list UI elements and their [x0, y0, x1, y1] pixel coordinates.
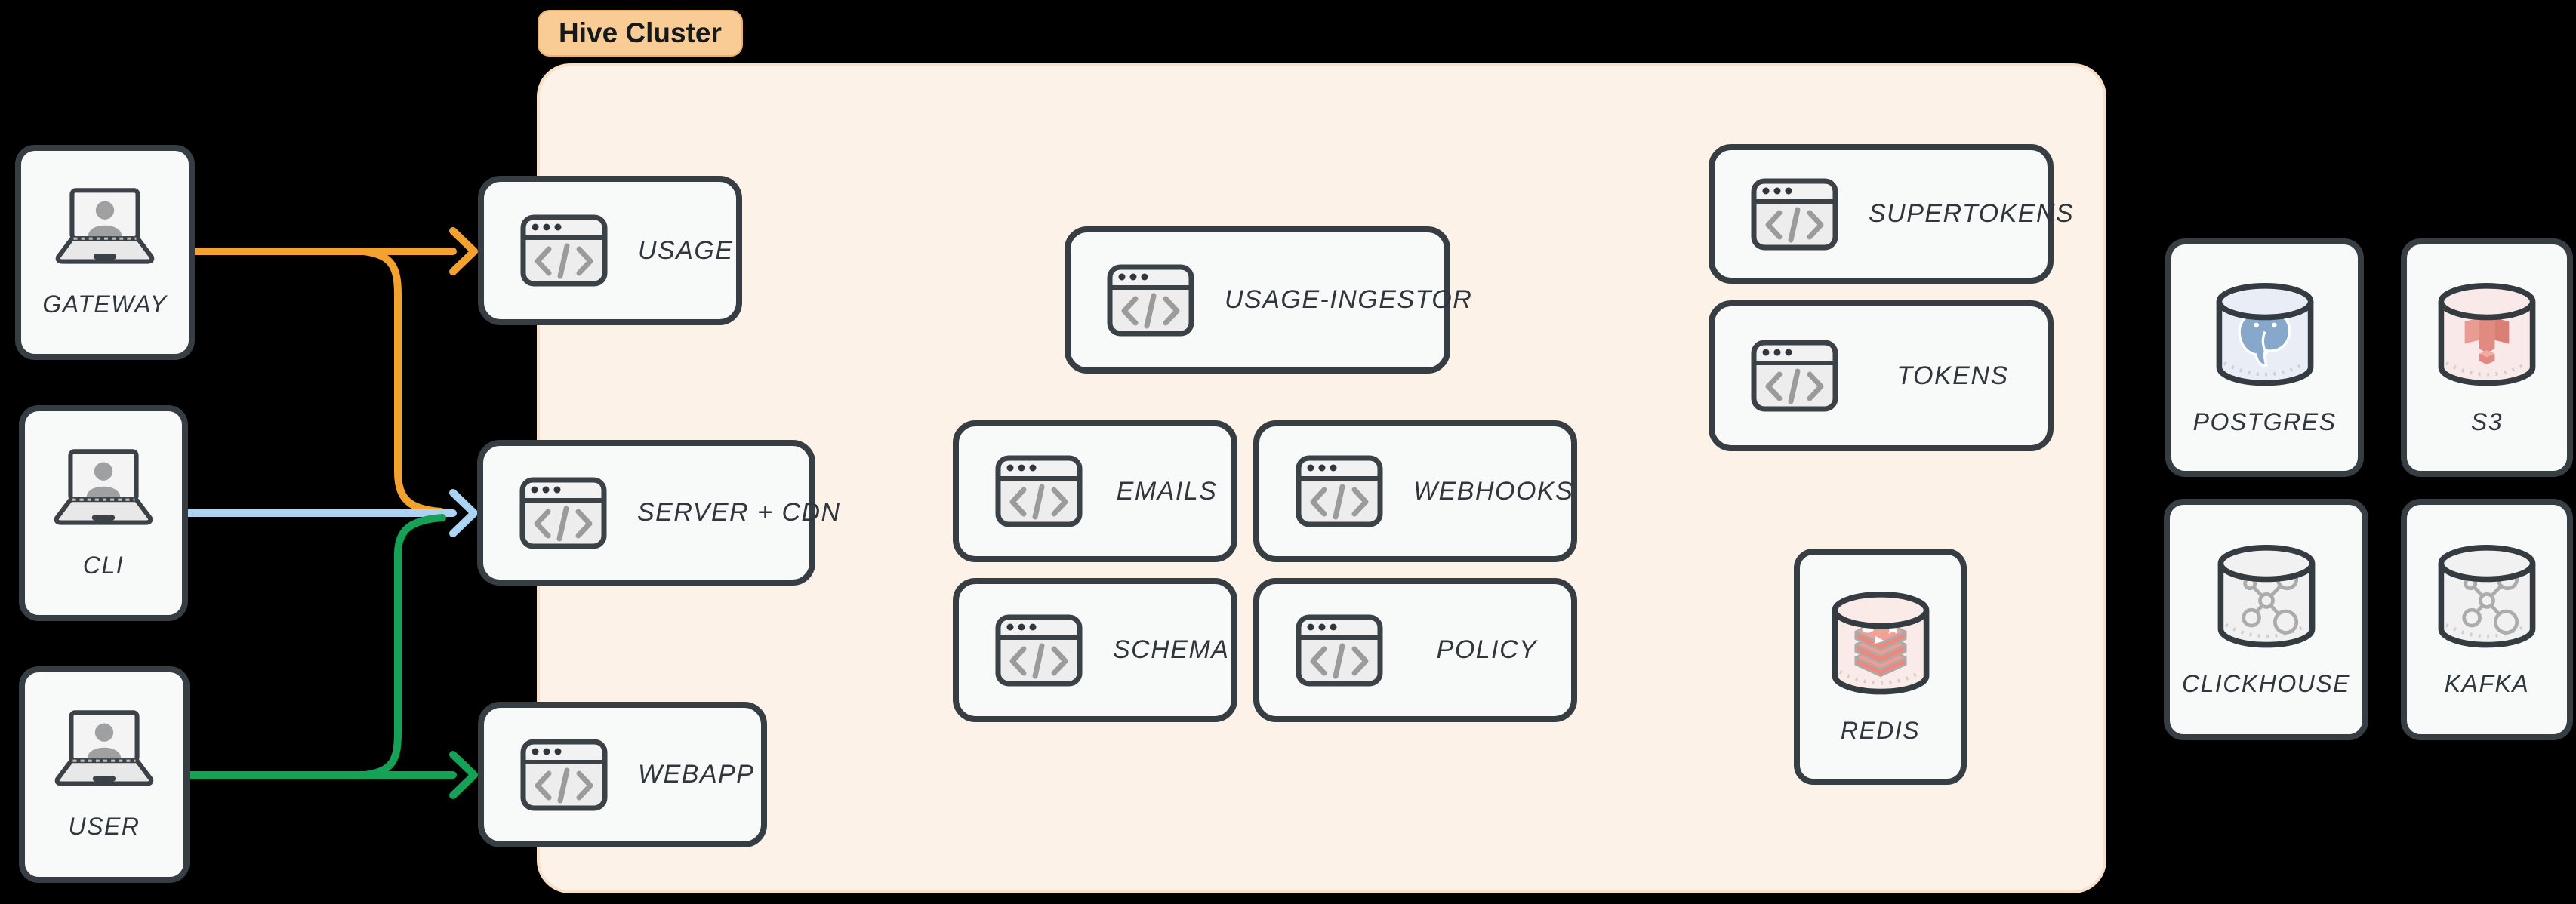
service-node-usage-ingestor: USAGE-INGESTOR	[1065, 226, 1471, 374]
code-window-icon	[519, 477, 607, 549]
laptop-user-icon	[46, 447, 161, 532]
edge-user-server-cdn	[362, 514, 446, 779]
code-window-icon	[1296, 614, 1383, 687]
code-window-icon	[1107, 264, 1194, 337]
redis-database-icon	[1827, 589, 1934, 703]
network-database-icon	[2433, 542, 2541, 656]
service-label: POLICY	[1436, 635, 1538, 664]
code-window-icon	[520, 739, 608, 811]
datastore-label: CLICKHOUSE	[2181, 669, 2351, 697]
service-label: USAGE-INGESTOR	[1225, 285, 1473, 314]
service-node-redis: REDIS	[1794, 549, 1967, 785]
service-node-server-cdn: SERVER + CDN	[477, 440, 840, 586]
service-node-usage: USAGE	[478, 176, 742, 325]
datastore-node-clickhouse: CLICKHOUSE	[2164, 499, 2368, 740]
edge-cli-server-cdn-arrowhead	[449, 489, 478, 537]
client-node-user: USER	[19, 666, 190, 883]
datastore-label: POSTGRES	[2192, 407, 2337, 435]
service-node-webapp: WEBAPP	[478, 702, 767, 847]
code-window-icon	[1296, 455, 1383, 527]
client-node-gateway: GATEWAY	[15, 145, 195, 360]
service-node-schema: SCHEMA	[953, 578, 1237, 722]
s3-database-icon	[2433, 280, 2541, 395]
datastore-node-postgres: POSTGRES	[2165, 238, 2364, 477]
service-label: WEBHOOKS	[1413, 476, 1574, 506]
laptop-user-icon	[47, 709, 162, 793]
service-node-emails: EMAILS	[953, 420, 1237, 562]
code-window-icon	[995, 455, 1083, 527]
client-label: USER	[68, 813, 140, 840]
postgres-database-icon	[2211, 280, 2319, 395]
code-window-icon	[1751, 340, 1838, 412]
service-node-webhooks: WEBHOOKS	[1253, 420, 1577, 562]
datastore-label: S3	[2470, 407, 2504, 435]
code-window-icon	[1751, 178, 1838, 251]
edge-gateway-usage-arrowhead	[449, 227, 478, 275]
laptop-user-icon	[48, 186, 162, 271]
datastore-node-kafka: KAFKA	[2401, 499, 2573, 740]
cluster-title-badge: Hive Cluster	[538, 10, 743, 57]
code-window-icon	[995, 614, 1083, 687]
service-label: USAGE	[638, 235, 734, 265]
service-label: WEBAPP	[638, 760, 755, 789]
client-node-cli: CLI	[19, 405, 188, 621]
service-node-policy: POLICY	[1253, 578, 1577, 722]
service-label: REDIS	[1840, 717, 1921, 744]
service-label: TOKENS	[1897, 361, 2009, 390]
client-label: GATEWAY	[42, 291, 168, 318]
datastore-label: KAFKA	[2444, 669, 2530, 697]
datastore-node-s3: S3	[2401, 238, 2573, 477]
service-label: SUPERTOKENS	[1869, 199, 2075, 228]
service-node-tokens: TOKENS	[1709, 300, 2054, 451]
edge-user-webapp-arrowhead	[449, 751, 478, 799]
client-label: CLI	[82, 551, 125, 579]
service-label: EMAILS	[1116, 476, 1218, 506]
edge-gateway-server-cdn	[360, 248, 445, 515]
network-database-icon	[2213, 542, 2320, 656]
service-label: SERVER + CDN	[637, 498, 841, 527]
service-label: SCHEMA	[1113, 635, 1230, 664]
code-window-icon	[520, 214, 608, 287]
service-node-supertokens: SUPERTOKENS	[1709, 144, 2073, 284]
